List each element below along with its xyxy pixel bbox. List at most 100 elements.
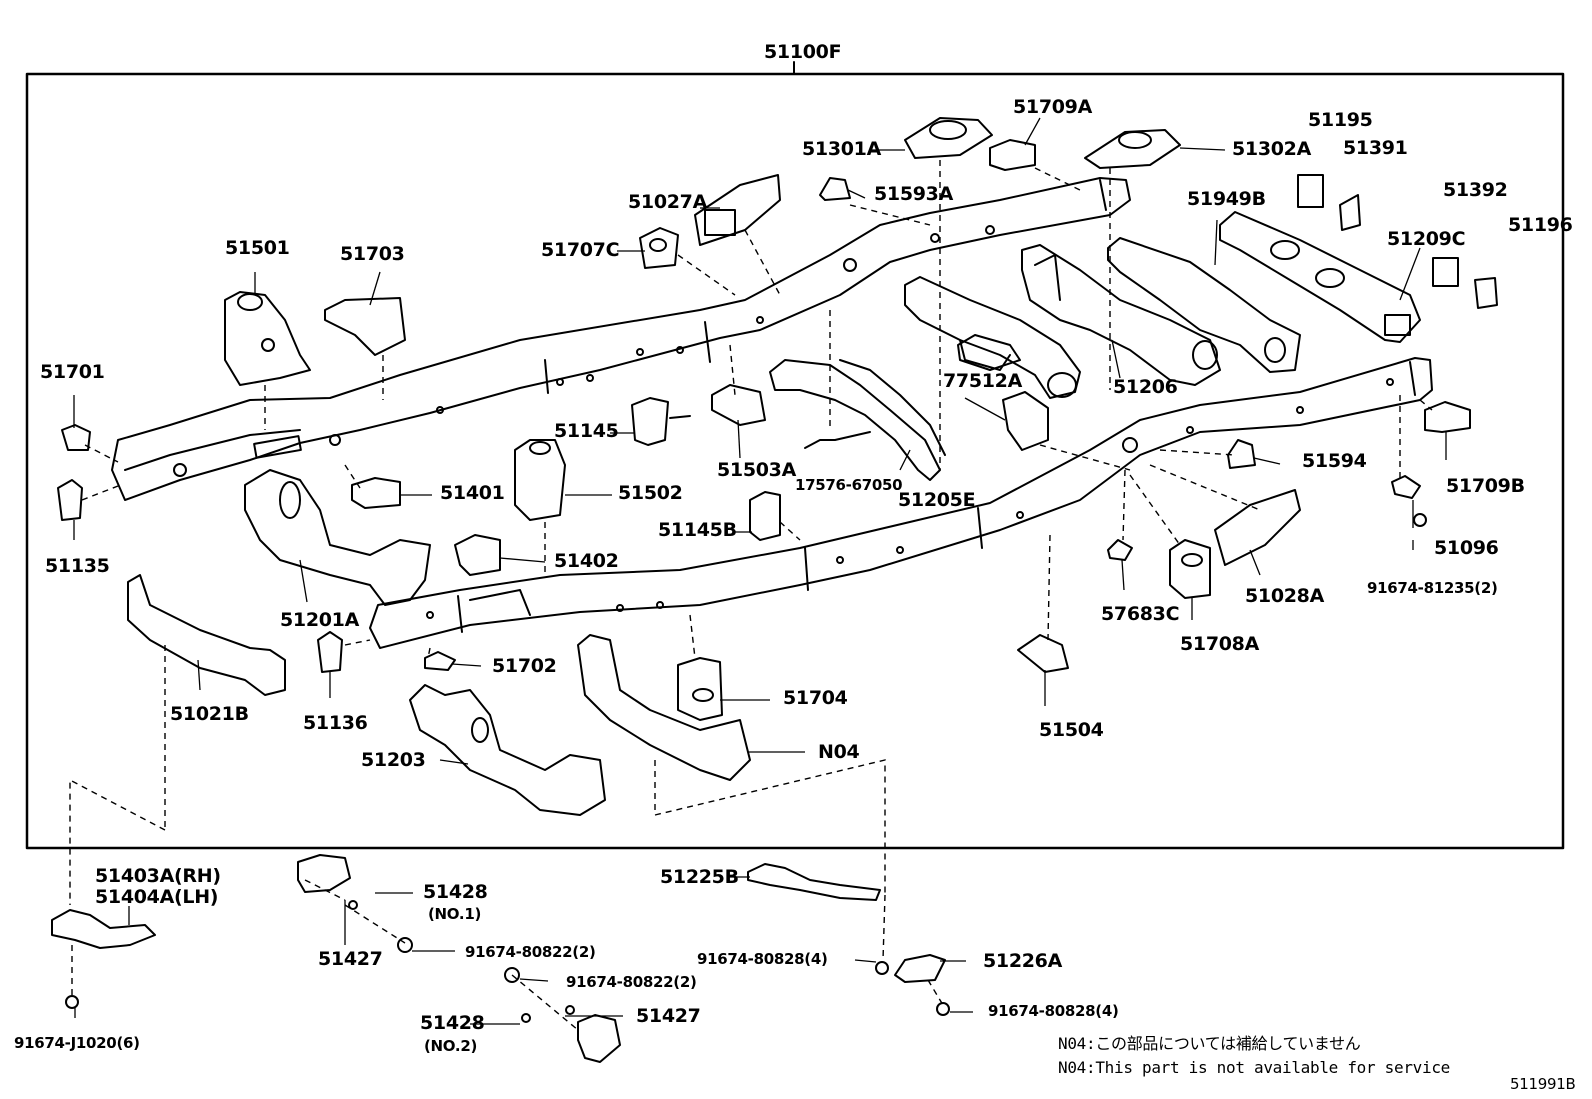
crossmember-51201A [244, 469, 431, 606]
part-label-51391: 51391 [1343, 137, 1408, 159]
part-label-51203: 51203 [361, 749, 426, 771]
part-label-51195: 51195 [1308, 109, 1373, 131]
part-label-no1: (NO.1) [428, 905, 482, 923]
part-label-51403A: 51403A(RH) [95, 865, 221, 887]
part-label-91674-80822-a: 91674-80822(2) [465, 943, 596, 961]
crossmember-51949B [1107, 237, 1301, 373]
mount-51708A [1169, 539, 1211, 599]
part-label-17576-67050: 17576-67050 [795, 476, 903, 494]
part-label-51702: 51702 [492, 655, 557, 677]
bracket-51703 [324, 297, 406, 356]
bracket-51226A [894, 954, 946, 983]
bracket-51709B [1424, 401, 1471, 433]
bracket-51428-no2 [577, 1014, 621, 1063]
part-label-51501: 51501 [225, 237, 290, 259]
part-label-51427-a: 51427 [318, 948, 383, 970]
part-label-91674-81235: 91674-81235(2) [1367, 579, 1498, 597]
note-english: N04:This part is not available for servi… [1058, 1058, 1450, 1077]
part-label-51701: 51701 [40, 361, 105, 383]
part-label-51096: 51096 [1434, 537, 1499, 559]
note-japanese: N04:この部品については補給していません [1058, 1034, 1361, 1053]
part-label-no2: (NO.2) [424, 1037, 478, 1055]
part-label-51504: 51504 [1039, 719, 1104, 741]
bracket-51145B [749, 491, 781, 541]
part-label-N04: N04 [818, 741, 860, 763]
bracket-51504 [1017, 634, 1069, 673]
stay-51225B [747, 863, 881, 901]
part-label-51028A: 51028A [1245, 585, 1325, 607]
crossmember-51206 [1021, 244, 1221, 386]
part-51392 [1432, 257, 1459, 287]
part-label-51594: 51594 [1302, 450, 1367, 472]
part-label-51427-b: 51427 [636, 1005, 701, 1027]
part-label-51302A: 51302A [1232, 138, 1312, 160]
part-label-51209C: 51209C [1387, 228, 1466, 250]
crossmember-51209C [1219, 211, 1421, 343]
bracket-51707C [639, 227, 679, 269]
part-label-51708A: 51708A [1180, 633, 1260, 655]
part-label-51428-no1: 51428 [423, 881, 488, 903]
bracket-51401 [351, 477, 401, 509]
part-label-51707C: 51707C [541, 239, 620, 261]
assembly-label: 51100F [764, 41, 842, 63]
bracket-51028A [1214, 489, 1301, 566]
part-label-51949B: 51949B [1187, 188, 1266, 210]
part-51195 [1297, 174, 1324, 208]
part-51136 [317, 631, 343, 673]
crossmember-51205 [904, 276, 1081, 399]
bracket-51403A [51, 909, 156, 949]
part-label-51196: 51196 [1508, 214, 1573, 236]
crossmember-51205E [769, 359, 946, 481]
crossmember-N04 [577, 634, 751, 781]
bolts [65, 513, 1427, 1023]
part-label-91674-J1020: 91674-J1020(6) [14, 1034, 140, 1052]
part-label-51145: 51145 [554, 420, 619, 442]
part-label-51704: 51704 [783, 687, 848, 709]
mount-77512 [957, 334, 1021, 371]
part-label-57683C: 57683C [1101, 603, 1180, 625]
part-label-51027A: 51027A [628, 191, 708, 213]
mount-51302A [1084, 129, 1181, 169]
part-label-91674-80822-b: 91674-80822(2) [566, 973, 697, 991]
part-label-77512A: 77512A [943, 370, 1023, 392]
part-label-51503A: 51503A [717, 459, 797, 481]
diagram-id: 511991B [1510, 1075, 1576, 1093]
part-label-51021B: 51021B [170, 703, 249, 725]
plate-51135 [57, 479, 83, 521]
part-label-91674-80828-a: 91674-80828(4) [697, 950, 828, 968]
part-label-91674-80828-b: 91674-80828(4) [988, 1002, 1119, 1020]
part-label-51709B: 51709B [1446, 475, 1525, 497]
bracket-51501 [224, 291, 311, 386]
part-label-51703: 51703 [340, 243, 405, 265]
bracket-51027A [694, 174, 781, 246]
crossmember-51021B [127, 574, 286, 696]
mount-51704 [677, 657, 723, 721]
part-label-51402: 51402 [554, 550, 619, 572]
part-label-51301A: 51301A [802, 138, 882, 160]
part-label-51502: 51502 [618, 482, 683, 504]
part-label-51401: 51401 [440, 482, 505, 504]
mount-51301A [904, 117, 993, 159]
bracket-77512A [1002, 391, 1049, 451]
part-label-51593A: 51593A [874, 183, 954, 205]
crossmember-51203 [409, 684, 606, 816]
bracket-51594 [1227, 439, 1256, 469]
bracket-51145 [631, 397, 691, 446]
part-51096 [1391, 475, 1421, 499]
part-label-51201A: 51201A [280, 609, 360, 631]
hose-17576 [804, 431, 871, 449]
part-51702 [424, 651, 456, 671]
bracket-51503A [711, 384, 766, 426]
bracket-51593A [819, 177, 851, 201]
bracket-51428-no1 [297, 854, 351, 893]
part-label-51404A: 51404A(LH) [95, 886, 219, 908]
bracket-51709A [989, 139, 1036, 171]
part-label-51709A: 51709A [1013, 96, 1093, 118]
part-label-51428-no2: 51428 [420, 1012, 485, 1034]
part-label-51135: 51135 [45, 555, 110, 577]
part-label-51226A: 51226A [983, 950, 1063, 972]
part-label-51206: 51206 [1113, 376, 1178, 398]
part-51391 [1339, 194, 1361, 231]
